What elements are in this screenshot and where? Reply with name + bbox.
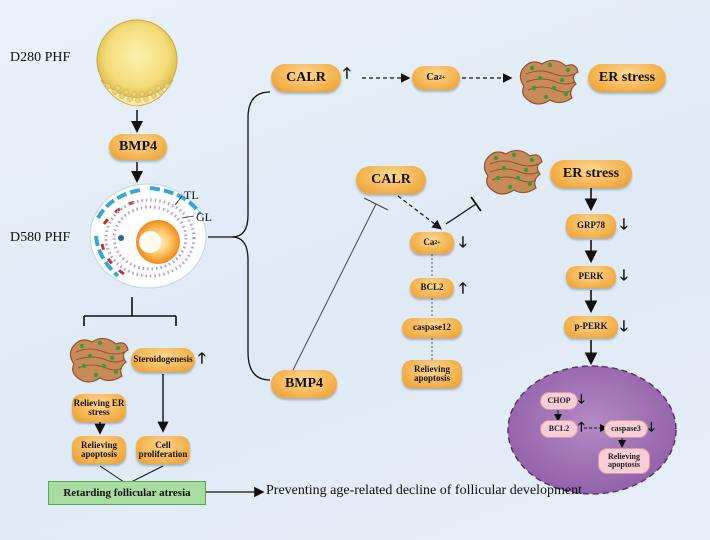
developing-follicle-illustration [89,183,207,289]
caspase3-node: caspase3 [604,420,648,438]
caspase12-node: caspase12 [402,318,462,338]
outcome-text: Preventing age-related decline of follic… [266,483,583,498]
calr-node-middle: CALR [356,166,426,194]
relieving-apoptosis-node-middle: Relieving apoptosis [402,360,462,388]
er-stress-node-top: ER stress [588,64,666,92]
p-perk-node: p-PERK [564,316,618,338]
bcl2-node-middle: BCL2 [410,278,454,298]
up-arrow-icon: 🡑 [198,349,206,367]
down-arrow-icon: 🡓 [459,233,467,251]
down-arrow-icon: 🡓 [578,392,585,407]
calr-node-top: CALR [271,64,341,92]
down-arrow-icon: 🡓 [620,266,628,284]
perk-node: PERK [566,266,616,288]
relieving-apoptosis-node-left: Relieving apoptosis [72,436,126,464]
relieving-apoptosis-node-right: Relieving apoptosis [598,448,650,474]
retarding-follicular-atresia-box: Retarding follicular atresia [48,481,206,505]
down-arrow-icon: 🡓 [620,317,628,335]
er-stress-node-right: ER stress [550,160,632,188]
up-arrow-icon: 🡑 [343,64,351,82]
steroidogenesis-node: Steroidogenesis [131,348,195,372]
down-arrow-icon: 🡓 [648,420,655,435]
bmp4-node-bottom: BMP4 [271,370,337,398]
up-arrow-icon: 🡑 [578,420,585,435]
down-arrow-icon: 🡓 [620,215,628,233]
tl-label: TL [184,188,199,202]
grp78-node: GRP78 [566,214,616,238]
cell-proliferation-node: Cell proliferation [136,436,190,464]
gl-label: GL [196,210,212,224]
bmp4-node-top: BMP4 [109,134,167,160]
d280-label: D280 PHF [10,50,71,65]
up-arrow-icon: 🡑 [459,279,467,297]
relieving-er-stress-node: Relieving ER stress [72,394,126,422]
primordial-follicle-illustration [96,19,178,107]
chop-node: CHOP [540,392,578,410]
bcl2-node-right: BCL2 [540,420,578,438]
d580-label: D580 PHF [10,230,71,245]
